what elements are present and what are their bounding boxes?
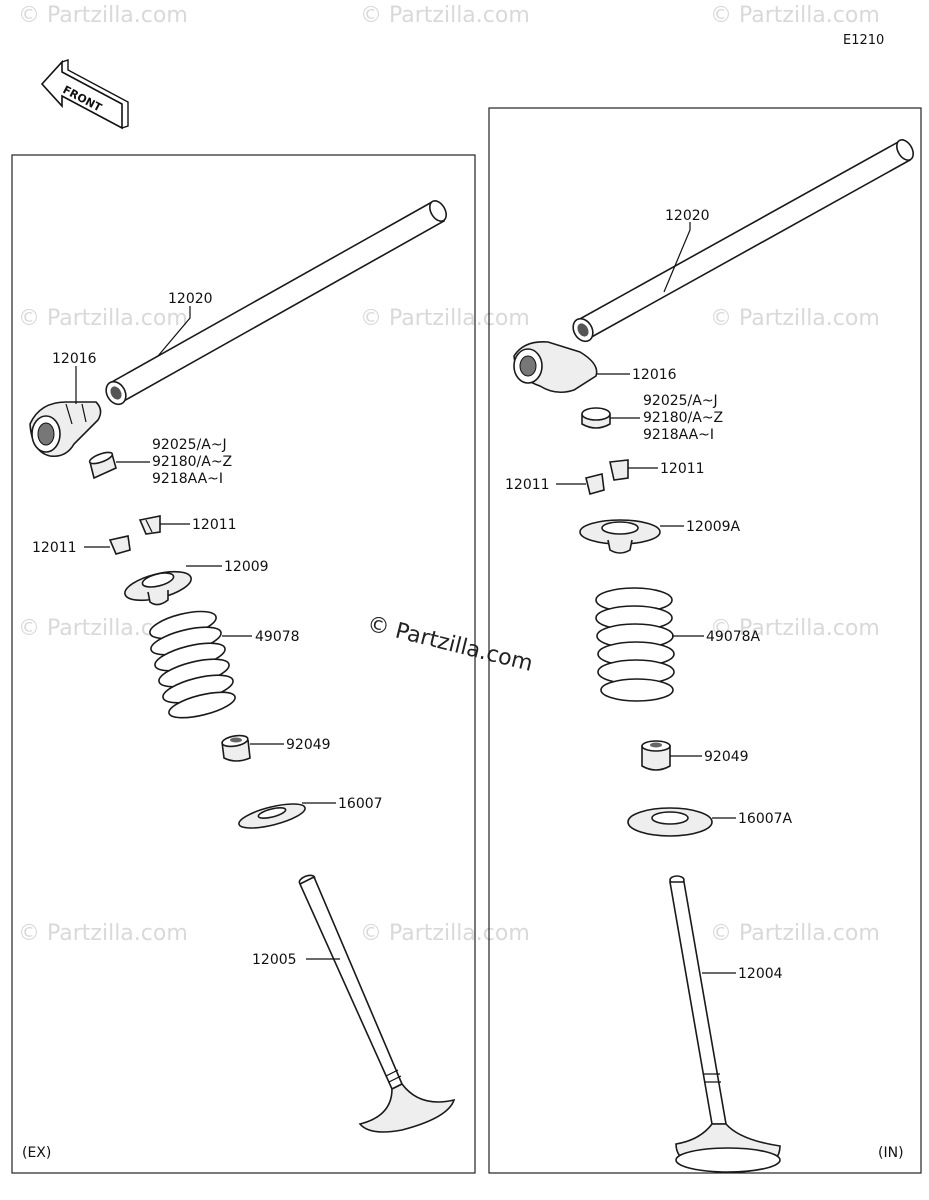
watermark-text: © Partzilla.com bbox=[710, 616, 880, 641]
intake-panel-border bbox=[488, 107, 922, 1174]
watermark-text: © Partzilla.com bbox=[710, 921, 880, 946]
label-shim-1-ex: 92025/A~J bbox=[152, 437, 227, 453]
watermark-text: © Partzilla.com bbox=[710, 3, 880, 28]
stem-seal-ex bbox=[221, 734, 251, 762]
watermark-text: © Partzilla.com bbox=[360, 3, 530, 28]
exhaust-panel: 12020 12016 92025/A~J 92180/A~Z 9218AA~I… bbox=[22, 200, 456, 1161]
label-rocker-shaft-ex: 12020 bbox=[168, 291, 213, 307]
retainer-ex bbox=[124, 570, 192, 606]
label-valve-ex: 12005 bbox=[252, 952, 297, 968]
rocker-shaft-in bbox=[572, 139, 914, 343]
cotter-right-in bbox=[609, 459, 629, 481]
background-watermarks: © Partzilla.com © Partzilla.com © Partzi… bbox=[18, 3, 880, 946]
valve-ex bbox=[298, 874, 456, 1133]
spring-seat-ex bbox=[238, 803, 306, 829]
rocker-arm-ex bbox=[29, 401, 102, 458]
label-spring-in: 49078A bbox=[706, 629, 761, 645]
stem-seal-in bbox=[641, 740, 671, 771]
center-watermark: © Partzilla.com bbox=[365, 612, 536, 677]
valve-spring-in bbox=[595, 587, 675, 702]
label-seat-in: 16007A bbox=[738, 811, 793, 827]
label-shim-3-in: 9218AA~I bbox=[643, 427, 714, 443]
label-rocker-shaft-in: 12020 bbox=[665, 208, 710, 224]
watermark-text: © Partzilla.com bbox=[710, 306, 880, 331]
label-shim-3-ex: 9218AA~I bbox=[152, 471, 223, 487]
valve-in bbox=[669, 875, 781, 1173]
cotter-left-in bbox=[585, 473, 605, 495]
watermark-text: © Partzilla.com bbox=[360, 921, 530, 946]
intake-caption: (IN) bbox=[878, 1145, 904, 1161]
valve-spring-ex bbox=[149, 610, 236, 719]
label-rocker-arm-in: 12016 bbox=[632, 367, 677, 383]
watermark-text: © Partzilla.com bbox=[360, 306, 530, 331]
label-seal-ex: 92049 bbox=[286, 737, 331, 753]
diagram-code: E1210 bbox=[843, 33, 884, 48]
label-seal-in: 92049 bbox=[704, 749, 749, 765]
watermark-text: © Partzilla.com bbox=[18, 3, 188, 28]
shim-ex bbox=[88, 451, 117, 480]
intake-panel: 12020 12016 92025/A~J 92180/A~Z 9218AA~I… bbox=[505, 139, 914, 1173]
spring-seat-in bbox=[627, 807, 713, 837]
label-rocker-arm-ex: 12016 bbox=[52, 351, 97, 367]
label-cotter-right-ex: 12011 bbox=[192, 517, 237, 533]
label-shim-1-in: 92025/A~J bbox=[643, 393, 718, 409]
cotter-left-ex bbox=[108, 535, 131, 555]
label-retainer-ex: 12009 bbox=[224, 559, 269, 575]
shim-in bbox=[581, 407, 611, 429]
front-arrow-icon: FRONT bbox=[40, 59, 129, 130]
label-cotter-left-in: 12011 bbox=[505, 477, 550, 493]
label-seat-ex: 16007 bbox=[338, 796, 383, 812]
label-shim-2-ex: 92180/A~Z bbox=[152, 454, 232, 470]
watermark-text: © Partzilla.com bbox=[18, 921, 188, 946]
exhaust-panel-border bbox=[11, 154, 476, 1174]
label-retainer-in: 12009A bbox=[686, 519, 741, 535]
watermark-text: © Partzilla.com bbox=[18, 306, 188, 331]
cotter-right-ex bbox=[138, 515, 161, 535]
rocker-arm-in bbox=[513, 340, 598, 394]
rocker-shaft-ex bbox=[105, 200, 447, 406]
label-cotter-right-in: 12011 bbox=[660, 461, 705, 477]
retainer-in bbox=[579, 519, 661, 554]
label-cotter-left-ex: 12011 bbox=[32, 540, 77, 556]
label-valve-in: 12004 bbox=[738, 966, 783, 982]
exhaust-caption: (EX) bbox=[22, 1145, 51, 1161]
label-spring-ex: 49078 bbox=[255, 629, 300, 645]
label-shim-2-in: 92180/A~Z bbox=[643, 410, 723, 426]
